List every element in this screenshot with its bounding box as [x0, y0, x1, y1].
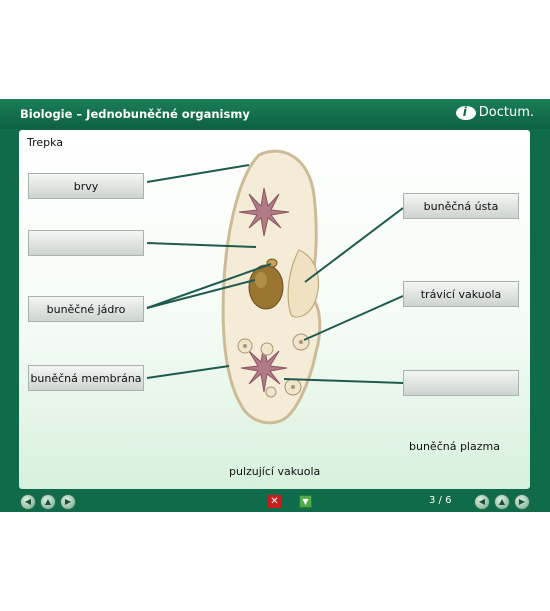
lower-contractile-vacuole: [240, 343, 288, 393]
connector-lines: [146, 164, 404, 384]
bottom-toolbar: ◀ ▲ ▶ ✕ ▼ 3 / 6 ◀ ▲ ▶: [0, 491, 550, 512]
label-slot-left-1[interactable]: brvy: [28, 173, 144, 199]
label-slot-left-3[interactable]: buněčné jádro: [28, 296, 144, 322]
prev-page-icon[interactable]: ◀: [474, 494, 490, 510]
nav-back-icon[interactable]: ◀: [20, 494, 36, 510]
page-menu-icon[interactable]: ▲: [494, 494, 510, 510]
title-bar: Biologie – Jednobuněčné organismy Doctum…: [0, 99, 550, 129]
page-counter: 3 / 6: [429, 495, 452, 506]
help-icon[interactable]: ▼: [299, 495, 312, 508]
app-title: Biologie – Jednobuněčné organismy: [20, 107, 250, 121]
subtitle: Trepka: [27, 136, 64, 149]
macronucleus: [248, 264, 284, 310]
next-page-icon[interactable]: ▶: [514, 494, 530, 510]
nav-home-icon[interactable]: ▲: [40, 494, 56, 510]
label-slot-right-3[interactable]: [403, 370, 519, 396]
app-window: Biologie – Jednobuněčné organismy Doctum…: [0, 99, 550, 512]
close-icon[interactable]: ✕: [268, 495, 281, 508]
content-panel: Trepka brvy buněčné jádro buněčná membrá…: [19, 130, 530, 489]
oral-groove: [287, 249, 320, 318]
doctum-logo: Doctum.: [455, 105, 534, 120]
label-slot-left-4[interactable]: buněčná membrána: [28, 365, 144, 391]
logo-text: Doctum.: [478, 105, 534, 120]
label-slot-left-2[interactable]: [28, 230, 144, 256]
label-slot-right-2[interactable]: trávicí vakuola: [403, 281, 519, 307]
doctum-logo-icon: [455, 105, 476, 120]
upper-contractile-vacuole: [238, 187, 290, 237]
nav-forward-icon[interactable]: ▶: [60, 494, 76, 510]
paramecium-diagram: [146, 149, 404, 425]
label-contractile-vacuole[interactable]: pulzující vakuola: [229, 465, 321, 478]
label-cytoplasm[interactable]: buněčná plazma: [409, 440, 500, 453]
label-slot-right-1[interactable]: buněčná ústa: [403, 193, 519, 219]
